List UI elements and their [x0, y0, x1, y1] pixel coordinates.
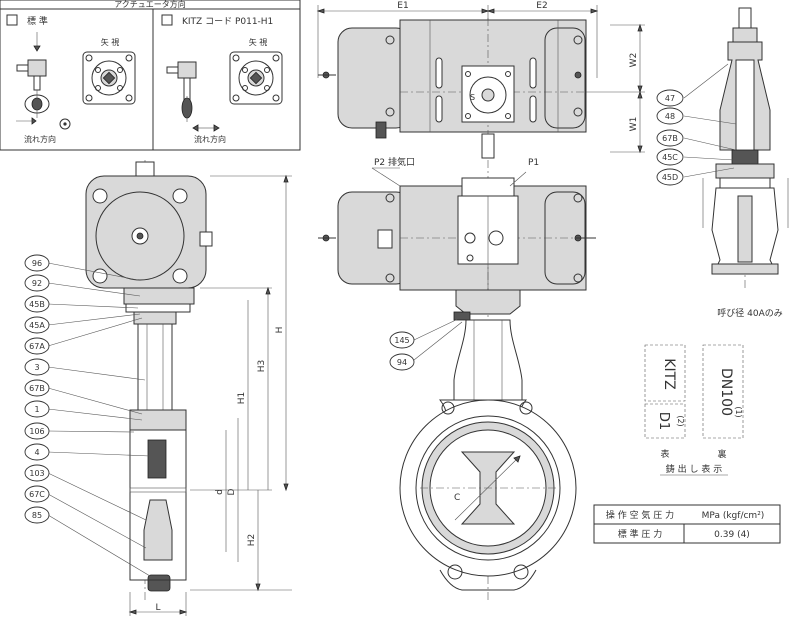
dim-h2: H2 [247, 534, 257, 547]
left-callout-4: 4 [24, 443, 50, 461]
center-callout-145: 145 [389, 331, 415, 349]
left-callout-45b: 45B [24, 295, 50, 313]
valve-side-view [85, 160, 213, 600]
svg-text:103: 103 [29, 469, 44, 478]
dim-e2: E2 [536, 1, 547, 11]
flow-label-left: 流れ方向 [24, 134, 56, 144]
dim-e1: E1 [397, 1, 408, 11]
actuator-orientation-box: アクチュエータ方向 標 準 KITZ コード P011-H1 矢 視 矢 視 流… [0, 0, 301, 151]
marking-back-small: (1) [734, 406, 743, 417]
code-checkbox[interactable] [161, 14, 173, 26]
standard-label: 標 準 [27, 15, 48, 27]
right-callout-67b: 67B [656, 129, 684, 147]
svg-text:48: 48 [665, 112, 675, 121]
svg-text:1: 1 [34, 405, 39, 414]
view-label-left: 矢 視 [101, 37, 120, 47]
dim-h: H [275, 327, 285, 334]
svg-text:67B: 67B [662, 134, 678, 143]
dim-w2: W2 [629, 53, 639, 68]
marking-front-sub: D1 [656, 412, 671, 430]
right-callout-48: 48 [656, 107, 684, 125]
left-callout-3: 3 [24, 358, 50, 376]
dim-d-large: D [227, 488, 237, 495]
flow-dot-icon [59, 118, 71, 130]
standard-flange-view [82, 51, 136, 105]
svg-text:47: 47 [665, 94, 675, 103]
dim-l: L [155, 603, 160, 613]
left-callout-67b: 67B [24, 379, 50, 397]
svg-text:67C: 67C [29, 490, 45, 499]
right-callout-45c: 45C [656, 148, 684, 166]
left-callout-92: 92 [24, 274, 50, 292]
right-callout-47: 47 [656, 89, 684, 107]
double-arrow-icon [192, 124, 220, 132]
svg-text:45C: 45C [662, 153, 678, 162]
right-callout-45d: 45D [656, 168, 684, 186]
dim-d-small: d [215, 489, 225, 495]
left-callout-1: 1 [24, 400, 50, 418]
svg-text:67B: 67B [29, 384, 45, 393]
dim-h1: H1 [237, 392, 247, 405]
marking-title: 鋳 出 し 表 示 [666, 463, 722, 475]
side-view-dimensions: H H3 H1 H2 d D L [128, 174, 292, 616]
svg-text:4: 4 [34, 448, 39, 457]
size-note: 呼び径 40Aのみ [717, 307, 782, 319]
code-flange-view [229, 51, 283, 105]
svg-text:145: 145 [394, 336, 409, 345]
pressure-row-value: 0.39 (4) [714, 530, 750, 540]
svg-text:45B: 45B [29, 300, 45, 309]
svg-text:67A: 67A [29, 342, 45, 351]
marking-back-text: DN100 [718, 368, 734, 416]
marking-front-caption: 表 [660, 448, 669, 460]
code-side-sketch [166, 61, 197, 122]
left-callout-103: 103 [24, 464, 50, 482]
svg-text:45D: 45D [662, 173, 678, 182]
dim-c: C [454, 493, 460, 503]
pressure-table: 操 作 空 気 圧 力 MPa (kgf/cm²) 標 準 圧 力 0.39 (… [593, 504, 781, 544]
pressure-row-label: 標 準 圧 力 [618, 528, 663, 540]
dim-h3: H3 [257, 360, 267, 373]
left-callouts: 96 92 45B 45A 67A 3 67B 1 106 4 103 67C … [24, 254, 151, 577]
valve-section-40a [702, 7, 789, 290]
svg-text:96: 96 [32, 259, 42, 268]
pressure-header-unit: MPa (kgf/cm²) [702, 511, 765, 521]
standard-checkbox[interactable] [6, 14, 18, 26]
valve-front-view: P1 P2 排気口 C [318, 156, 596, 600]
actuator-box-title: アクチュエータ方向 [114, 0, 186, 9]
left-callout-45a: 45A [24, 316, 50, 334]
svg-text:3: 3 [34, 363, 39, 372]
marking-back-caption: 裏 [717, 448, 726, 460]
svg-text:S: S [470, 93, 475, 102]
svg-text:94: 94 [397, 358, 407, 367]
view-label-right: 矢 視 [249, 37, 268, 47]
svg-text:45A: 45A [29, 321, 45, 330]
left-callout-67a: 67A [24, 337, 50, 355]
right-callouts: 47 48 67B 45C 45D [656, 63, 737, 186]
actuator-top-view: E1 E2 W2 W1 S [316, 1, 645, 159]
svg-text:85: 85 [32, 511, 42, 520]
dim-w1: W1 [629, 117, 639, 132]
pressure-header-label: 操 作 空 気 圧 力 [606, 509, 674, 521]
cast-marking: KITZ D1 (2) DN100 (1) 表 裏 鋳 出 し 表 示 [644, 344, 744, 476]
marking-front-text: KITZ [661, 358, 677, 389]
flow-label-right: 流れ方向 [194, 134, 226, 144]
code-label: KITZ コード P011-H1 [182, 17, 273, 27]
svg-text:106: 106 [29, 427, 44, 436]
left-callout-106: 106 [24, 422, 50, 440]
svg-text:92: 92 [32, 279, 42, 288]
center-callout-94: 94 [389, 353, 415, 371]
port-p1-label: P1 [528, 158, 539, 168]
left-callout-85: 85 [24, 506, 50, 524]
left-callout-96: 96 [24, 254, 50, 272]
standard-side-sketch [16, 32, 50, 125]
left-callout-67c: 67C [24, 485, 50, 503]
port-p2-label: P2 排気口 [374, 156, 415, 168]
marking-front-small: (2) [676, 415, 685, 426]
